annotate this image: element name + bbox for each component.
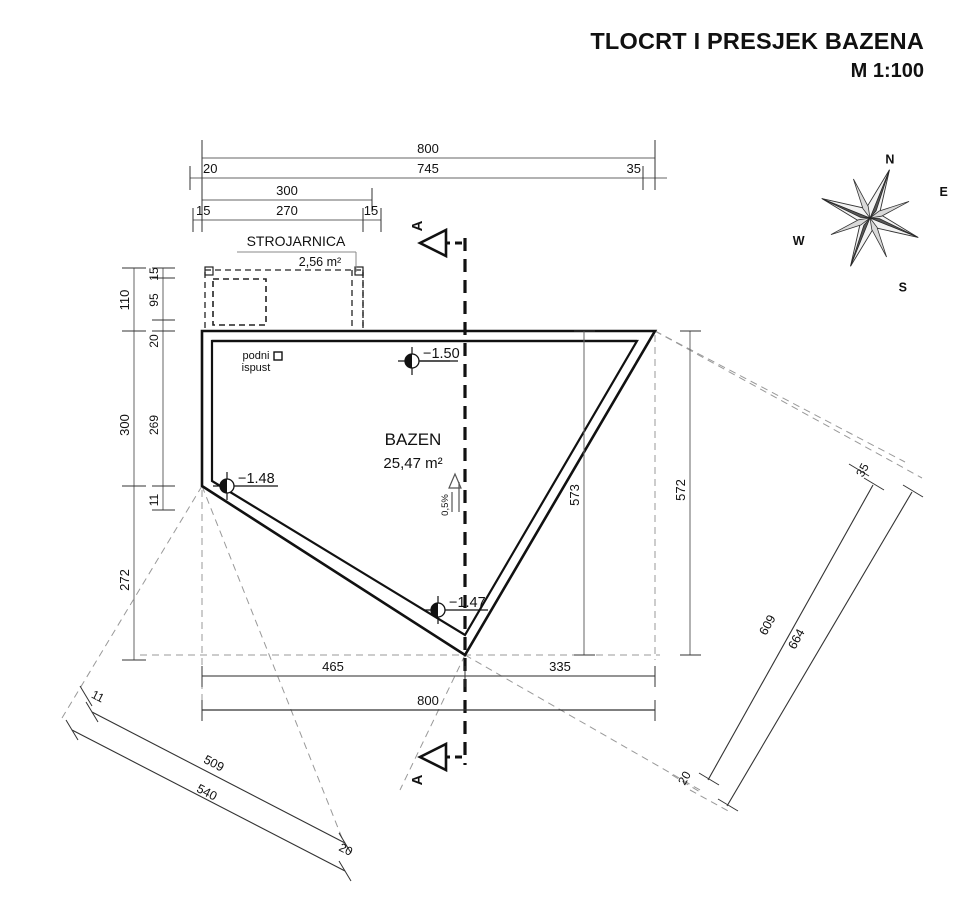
dim-bl-rot-top: 11: [89, 687, 107, 705]
floor-drain-symbol: [273, 351, 283, 361]
dim-right-rot-top: 35: [853, 461, 872, 480]
left-inner-dimension-group: 15 95 20 269 11: [147, 267, 175, 511]
dim-left-inner-4: 269: [147, 415, 161, 435]
dim-right-inner: 573: [567, 484, 582, 506]
section-marker-bottom: [417, 741, 465, 773]
property-boundary-lines: [61, 330, 923, 849]
compass-east-label: E: [939, 185, 947, 199]
level-marker-1: [398, 347, 458, 375]
dim-bottom-chain-1: 465: [322, 659, 344, 674]
section-label-top: A: [409, 220, 426, 231]
dim-bottom-chain-2: 335: [549, 659, 571, 674]
dim-right-outer: 572: [673, 479, 688, 501]
drawing-title: TLOCRT I PRESJEK BAZENA: [590, 28, 924, 54]
pool-outline: [200, 329, 658, 657]
pool-area: 25,47 m²: [383, 455, 442, 472]
bottom-left-rotated-dimension-group: 11 509 540 20: [65, 685, 356, 882]
section-label-bottom: A: [409, 774, 426, 785]
dim-bl-rot-bottom: 20: [337, 840, 356, 859]
level-marker-2: [213, 472, 278, 500]
dim-left-inner-5: 11: [147, 493, 161, 506]
dim-right-rot-inner: 609: [756, 613, 778, 638]
title-block: TLOCRT I PRESJEK BAZENA M 1:100: [590, 26, 924, 85]
dim-top-chain-3: 35: [627, 161, 641, 176]
pool-name: BAZEN: [385, 430, 442, 449]
right-dimension-group: 573 572: [567, 330, 701, 656]
dim-top-chain-2: 745: [417, 161, 439, 176]
dim-top-overall: 800: [417, 141, 439, 156]
dim-right-rot-bottom: 20: [675, 769, 694, 788]
machine-room-area: 2,56 m²: [299, 255, 341, 269]
dim-bottom-overall: 800: [417, 693, 439, 708]
dim-machine-chain-2: 270: [276, 203, 298, 218]
compass-rose: N E S W: [793, 152, 948, 295]
dim-left-outer-1: 110: [117, 290, 132, 311]
section-marker-top: [417, 227, 465, 259]
level-value-2: −1.48: [238, 471, 275, 487]
bottom-dimension-group: 465 335 800: [201, 659, 656, 721]
dim-top-chain-1: 20: [203, 161, 217, 176]
compass-north-label: N: [885, 152, 894, 166]
dim-bl-rot-outer: 540: [194, 781, 219, 803]
dim-machine-chain-3: 15: [364, 203, 378, 218]
top-dimension-group: 800 20 745 35 300 15 270 15: [189, 140, 667, 232]
right-rotated-dimension-group: 35 609 664 20: [675, 461, 924, 812]
slope-arrow: [448, 472, 462, 512]
dim-machine-chain-1: 15: [196, 203, 210, 218]
machine-room-column-marks: [204, 266, 364, 276]
dim-right-rot-outer: 664: [785, 627, 807, 652]
floor-drain-label-line1: podni: [243, 350, 270, 362]
machine-room-name: STROJARNICA: [247, 233, 346, 249]
compass-west-label: W: [793, 234, 805, 248]
dim-machine-overall: 300: [276, 183, 298, 198]
dim-left-inner-3: 20: [147, 334, 161, 348]
left-outer-dimension-group: 110 300 272: [117, 267, 146, 661]
compass-south-label: S: [899, 281, 907, 295]
dim-left-outer-3: 272: [117, 569, 132, 591]
level-marker-3: [424, 596, 488, 624]
dim-left-outer-2: 300: [117, 414, 132, 436]
machine-room-outline: [204, 269, 364, 332]
dim-left-inner-1: 15: [147, 267, 161, 281]
level-value-3: −1.47: [449, 595, 486, 611]
dim-left-inner-2: 95: [147, 293, 161, 307]
drawing-scale: M 1:100: [850, 60, 924, 83]
slope-value: 0,5%: [440, 494, 451, 516]
floor-drain-label-line2: ispust: [242, 362, 271, 374]
level-value-1: −1.50: [423, 346, 460, 362]
